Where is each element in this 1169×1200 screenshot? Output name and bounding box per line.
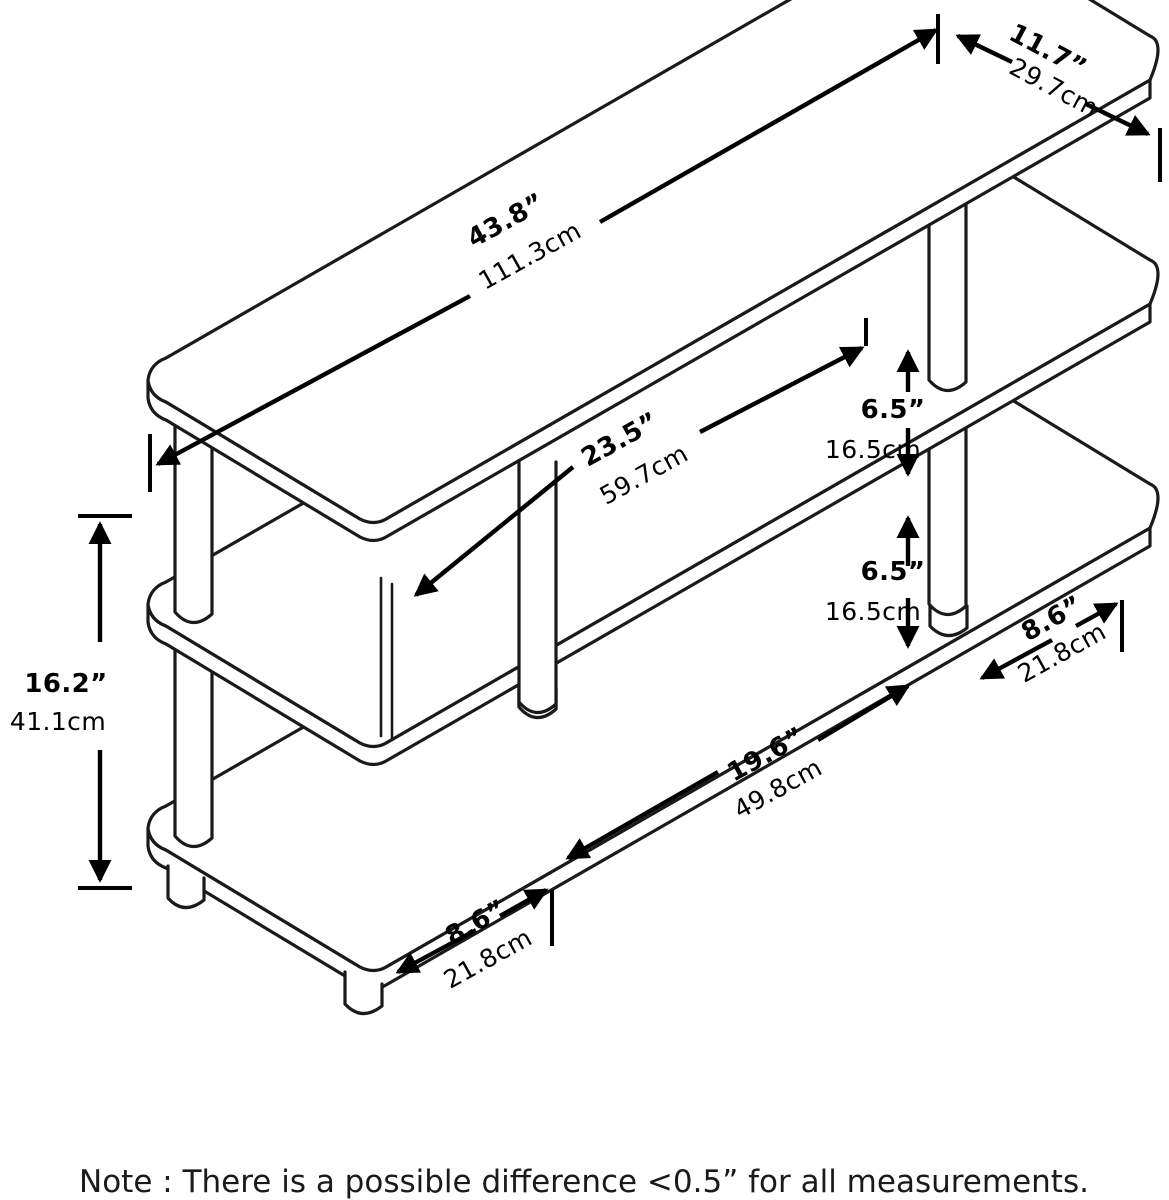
dim-upper-gap-inch: 6.5” [861, 395, 926, 425]
dim-middle-shelf-width-leader-left [413, 465, 575, 597]
dim-overall-height-inch: 16.2” [24, 669, 107, 699]
top-shelf-fold-line [164, 400, 362, 521]
dim-upper-gap-cm: 16.5cm [825, 435, 921, 464]
foot-front-center [343, 970, 384, 1016]
middle-shelf [146, 137, 1160, 767]
dim-middle-shelf-width: 23.5” 59.7cm [413, 346, 865, 597]
dim-lower-gap: 6.5” 16.5cm [825, 515, 926, 649]
dim-upper-gap: 6.5” 16.5cm [825, 318, 926, 477]
foot-front-left [166, 864, 206, 910]
middle-shelf-fold-line [164, 624, 362, 745]
dim-bottom-width-leader-left [565, 770, 720, 860]
leg-upper-center [517, 459, 558, 715]
furniture-body [146, 0, 1160, 1016]
dim-bottom-width-leader-right [816, 684, 911, 742]
dim-overall-height: 16.2” 41.1cm [10, 514, 132, 890]
top-shelf [146, 0, 1160, 543]
dim-right-depth-leader-right [1074, 602, 1119, 628]
dim-right-depth-leader-left [979, 638, 1054, 680]
measurement-note: Note : There is a possible difference <0… [79, 1164, 1089, 1200]
dim-middle-shelf-width-leader-right [698, 346, 865, 434]
dim-overall-height-cm: 41.1cm [10, 707, 106, 736]
dim-bottom-depth-leader-left [395, 928, 478, 974]
bottom-shelf-fold-line [164, 848, 362, 969]
dim-overall-depth-leader-left [955, 34, 1013, 64]
dim-overall-width-leader-left [155, 294, 472, 466]
dim-bottom-depth-leader-right [498, 888, 549, 918]
dim-lower-gap-cm: 16.5cm [825, 597, 921, 626]
dim-lower-gap-inch: 6.5” [861, 557, 926, 587]
leg-seam-marks [379, 576, 394, 742]
dim-overall-depth-leader-right [1085, 102, 1151, 136]
dim-overall-width-leader-right [598, 28, 939, 224]
